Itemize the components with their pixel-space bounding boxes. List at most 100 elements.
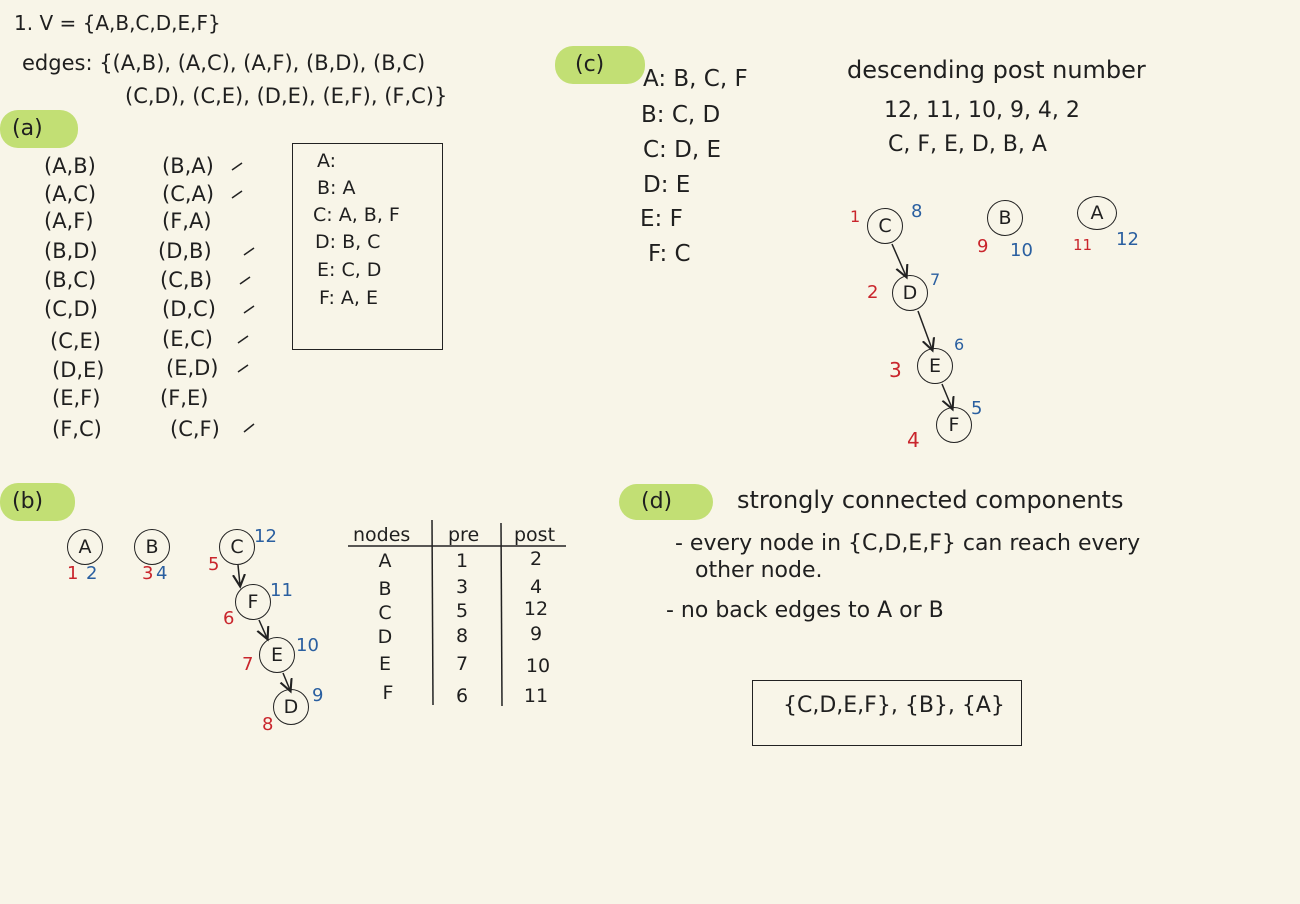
dfs-node-b: B — [134, 529, 170, 565]
scc-title: strongly connected components — [737, 486, 1124, 514]
post-number: 10 — [296, 635, 319, 656]
table-cell: 12 — [523, 598, 549, 620]
table-cell: 5 — [455, 600, 469, 622]
adjacency-entry: F: C — [648, 241, 691, 267]
adjacency-entry: D: E — [643, 172, 691, 198]
edge-left: (F,C) — [52, 417, 102, 441]
reverse-adjacency-box: A: B: A C: A, B, F D: B, C E: C, D F: A,… — [292, 143, 443, 350]
descending-post-title: descending post number — [847, 56, 1146, 84]
edge-right: (C,F) — [170, 417, 220, 441]
note-back-edges: - no back edges to A or B — [666, 598, 944, 623]
edge-left: (A,C) — [44, 182, 97, 206]
post-number: 9 — [312, 685, 324, 706]
post-number: 10 — [1010, 240, 1033, 261]
edge-set-line-1: edges: {(A,B), (A,C), (A,F), (B,D), (B,C… — [22, 51, 426, 75]
table-column-rule — [500, 522, 503, 707]
scc-answer-box: {C,D,E,F}, {B}, {A} — [752, 680, 1022, 746]
dfs-node-c: C — [219, 529, 255, 565]
pre-number: 3 — [889, 358, 902, 382]
pre-number: 1 — [850, 207, 861, 226]
edge-right: (D,C) — [162, 297, 216, 321]
post-number: 2 — [86, 563, 98, 584]
post-number: 4 — [156, 563, 168, 584]
dfs-node-d: D — [273, 689, 309, 725]
adjacency-entry: A: — [317, 150, 337, 172]
adjacency-entry: C: A, B, F — [313, 204, 400, 226]
dfs-node-e: E — [259, 637, 295, 673]
table-cell: 4 — [529, 576, 543, 598]
post-number: 12 — [254, 526, 277, 547]
part-c-label: (c) — [555, 46, 645, 84]
pre-number: 5 — [208, 554, 220, 575]
adjacency-entry: B: C, D — [641, 102, 721, 128]
adjacency-entry: B: A — [317, 177, 356, 199]
edge-left: (B,D) — [44, 239, 98, 263]
table-cell: 9 — [529, 623, 543, 645]
adjacency-entry: F: A, E — [319, 287, 378, 309]
table-cell: F — [382, 682, 394, 704]
scc-node-b: B — [987, 200, 1023, 236]
table-cell: 7 — [455, 653, 469, 675]
adjacency-entry: E: F — [640, 206, 683, 232]
table-cell: 6 — [455, 685, 469, 707]
post-number: 12 — [1116, 229, 1139, 250]
scc-node-f: F — [936, 407, 972, 443]
pre-number: 6 — [223, 608, 235, 629]
pre-number: 9 — [977, 236, 989, 257]
post-number: 6 — [954, 335, 965, 354]
dfs-edge — [917, 310, 932, 349]
post-number: 11 — [270, 580, 293, 601]
table-cell: 8 — [455, 625, 469, 647]
table-cell: D — [377, 626, 393, 648]
node-order: C, F, E, D, B, A — [888, 132, 1047, 157]
table-cell: C — [378, 602, 392, 624]
edge-left: (C,E) — [50, 329, 101, 353]
table-header-post: post — [514, 524, 556, 546]
table-header-nodes: nodes — [353, 524, 411, 546]
edge-right: (F,A) — [162, 209, 212, 233]
dfs-edge — [941, 383, 952, 408]
edge-right: (C,A) — [162, 182, 215, 206]
edge-right: (C,B) — [160, 268, 213, 292]
table-cell: 10 — [525, 655, 551, 677]
scc-node-e: E — [917, 348, 953, 384]
dfs-edge — [283, 672, 290, 690]
scc-answer: {C,D,E,F}, {B}, {A} — [783, 693, 1005, 718]
scc-node-a: A — [1077, 196, 1117, 230]
edge-right: (E,D) — [166, 356, 219, 380]
table-cell: B — [378, 578, 392, 600]
table-cell: 11 — [523, 685, 549, 707]
pre-number: 1 — [67, 563, 79, 584]
note-reachability: - every node in {C,D,E,F} can reach ever… — [675, 531, 1141, 556]
pre-number: 11 — [1073, 236, 1093, 254]
edge-left: (B,C) — [44, 268, 97, 292]
table-column-rule — [431, 519, 434, 706]
dfs-node-a: A — [67, 529, 103, 565]
pre-number: 7 — [242, 654, 254, 675]
dfs-edge — [891, 243, 906, 276]
part-d-label: (d) — [619, 484, 713, 520]
adjacency-entry: D: B, C — [315, 231, 381, 253]
part-a-label: (a) — [0, 110, 78, 148]
scc-node-c: C — [867, 208, 903, 244]
pre-number: 2 — [867, 282, 879, 303]
edge-right: (B,A) — [162, 154, 214, 178]
adjacency-entry: A: B, C, F — [643, 66, 748, 92]
post-number: 5 — [971, 398, 983, 419]
edge-left: (A,F) — [44, 209, 94, 233]
edge-right: (E,C) — [162, 327, 213, 351]
table-cell: 1 — [455, 550, 469, 572]
post-number: 7 — [930, 270, 941, 289]
pre-number: 8 — [262, 714, 274, 735]
edge-left: (A,B) — [44, 154, 96, 178]
post-order-values: 12, 11, 10, 9, 4, 2 — [884, 98, 1080, 123]
dfs-edge — [238, 564, 240, 585]
scc-node-d: D — [892, 275, 928, 311]
edge-left: (C,D) — [44, 297, 98, 321]
adjacency-entry: E: C, D — [317, 259, 382, 281]
dfs-node-f: F — [235, 584, 271, 620]
part-b-label: (b) — [0, 483, 75, 521]
table-cell: 3 — [455, 576, 469, 598]
